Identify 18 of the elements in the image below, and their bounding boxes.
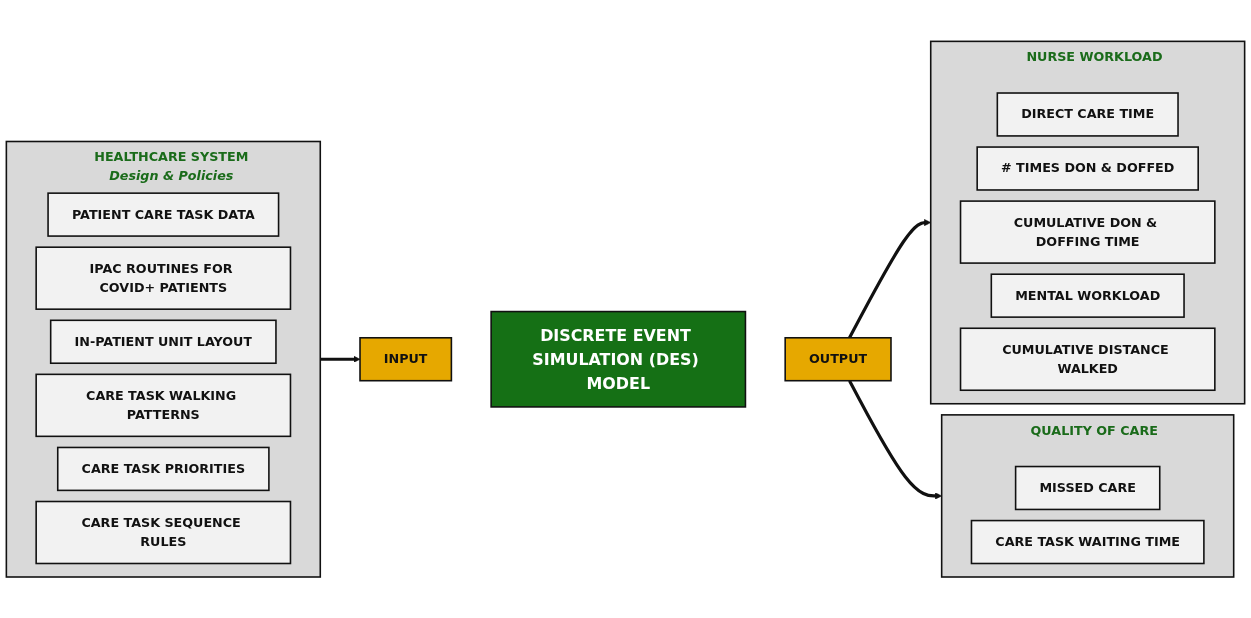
arrow [848, 379, 942, 500]
node-box: MENTAL WORKLOAD [990, 273, 1185, 318]
node-box: DISCRETE EVENT SIMULATION (DES) MODEL [490, 310, 747, 408]
node-box: CARE TASK WAITING TIME [970, 519, 1205, 565]
node-box: CARE TASK PRIORITIES [56, 446, 270, 491]
node-box: INPUT [359, 336, 453, 382]
node-box: IPAC ROUTINES FOR COVID+ PATIENTS [35, 246, 292, 310]
node-box: CUMULATIVE DISTANCE WALKED [959, 327, 1216, 391]
node-box: IN-PATIENT UNIT LAYOUT [49, 319, 277, 364]
node-box: CARE TASK WALKING PATTERNS [35, 373, 292, 437]
node-box: # TIMES DON & DOFFED [976, 146, 1199, 191]
node-box: PATIENT CARE TASK DATA [47, 192, 280, 237]
node-box: MISSED CARE [1014, 465, 1161, 511]
arrow [320, 355, 361, 363]
node-box: CARE TASK SEQUENCE RULES [35, 500, 292, 565]
node-box: DIRECT CARE TIME [996, 92, 1179, 137]
node-box: OUTPUT [784, 336, 892, 382]
node-box: CUMULATIVE DON & DOFFING TIME [959, 200, 1216, 264]
